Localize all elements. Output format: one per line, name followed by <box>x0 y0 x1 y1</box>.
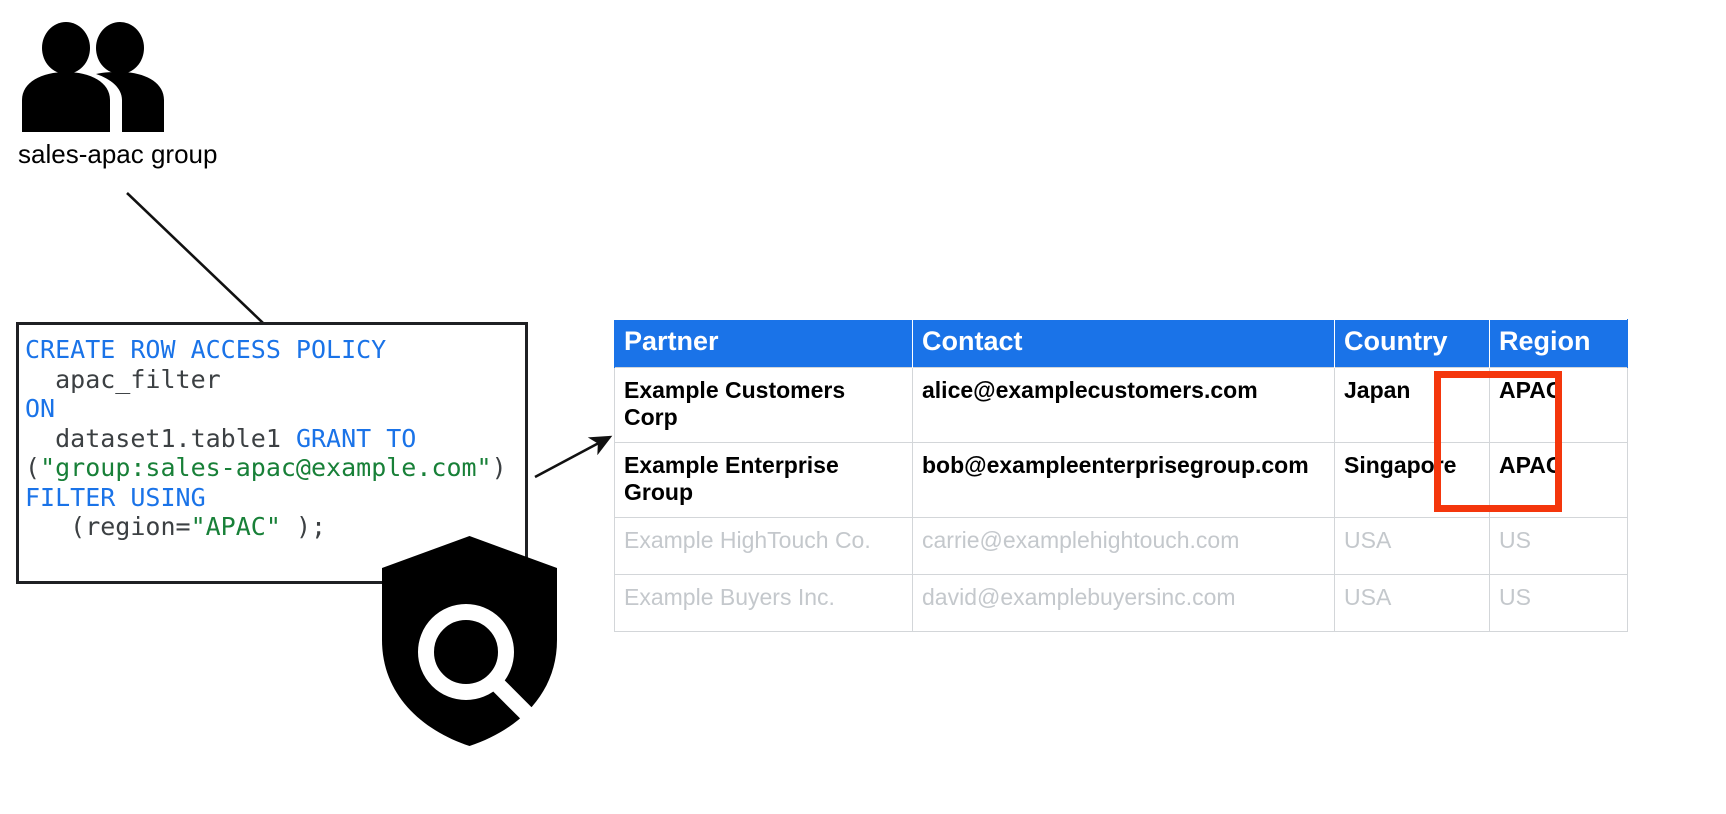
cell-region: US <box>1489 574 1628 633</box>
code-token: dataset1.table1 <box>25 423 296 453</box>
cell-country: Japan <box>1334 367 1490 444</box>
cell-partner: Example Buyers Inc. <box>614 574 913 633</box>
code-token: CREATE ROW ACCESS POLICY <box>25 335 387 364</box>
group-node: sales-apac group <box>18 22 248 169</box>
table-header-row: Partner Contact Country Region <box>614 318 1628 368</box>
row-access-policy-code-block: CREATE ROW ACCESS POLICY apac_filter ON … <box>16 322 528 584</box>
column-header-country[interactable]: Country <box>1334 318 1490 368</box>
code-token: ); <box>280 512 327 541</box>
table-row: Example Buyers Inc. david@examplebuyersi… <box>614 574 1628 633</box>
cell-partner: Example Customers Corp <box>614 367 913 444</box>
cell-contact: alice@examplecustomers.com <box>912 367 1335 444</box>
code-token: "APAC" <box>190 512 281 541</box>
people-group-icon <box>22 22 164 132</box>
code-token: "group:sales-apac@example.com" <box>40 453 492 482</box>
policy-to-table-arrow <box>534 435 613 479</box>
table-body: Example Customers Corp alice@examplecust… <box>614 367 1628 633</box>
column-header-contact[interactable]: Contact <box>912 318 1335 368</box>
code-token: ON <box>25 394 56 423</box>
column-header-partner[interactable]: Partner <box>614 318 913 368</box>
code-text: CREATE ROW ACCESS POLICY apac_filter ON … <box>25 335 525 542</box>
code-token: GRANT TO <box>295 423 417 453</box>
cell-contact: david@examplebuyersinc.com <box>912 574 1335 633</box>
cell-contact: bob@exampleenterprisegroup.com <box>912 442 1335 519</box>
code-token: (region= <box>25 512 191 541</box>
cell-contact: carrie@examplehightouch.com <box>912 517 1335 576</box>
cell-region: APAC <box>1489 367 1628 444</box>
cell-country: USA <box>1334 574 1490 633</box>
code-token: ) <box>491 453 507 482</box>
cell-partner: Example HighTouch Co. <box>614 517 913 576</box>
group-node-label: sales-apac group <box>18 139 218 169</box>
table-row: Example Customers Corp alice@examplecust… <box>614 367 1628 444</box>
table-header: Partner Contact Country Region <box>614 318 1628 368</box>
cell-country: Singapore <box>1334 442 1490 519</box>
partner-table: Partner Contact Country Region Example C… <box>614 318 1628 633</box>
code-token: ( <box>25 453 41 482</box>
cell-partner: Example Enterprise Group <box>614 442 913 519</box>
table-row: Example Enterprise Group bob@exampleente… <box>614 442 1628 519</box>
cell-region: APAC <box>1489 442 1628 519</box>
column-header-region[interactable]: Region <box>1489 318 1628 368</box>
code-token: apac_filter <box>25 364 221 394</box>
shield-search-icon <box>382 536 557 746</box>
code-token: FILTER USING <box>25 482 206 512</box>
cell-country: USA <box>1334 517 1490 576</box>
table-row: Example HighTouch Co. carrie@examplehigh… <box>614 517 1628 576</box>
cell-region: US <box>1489 517 1628 576</box>
